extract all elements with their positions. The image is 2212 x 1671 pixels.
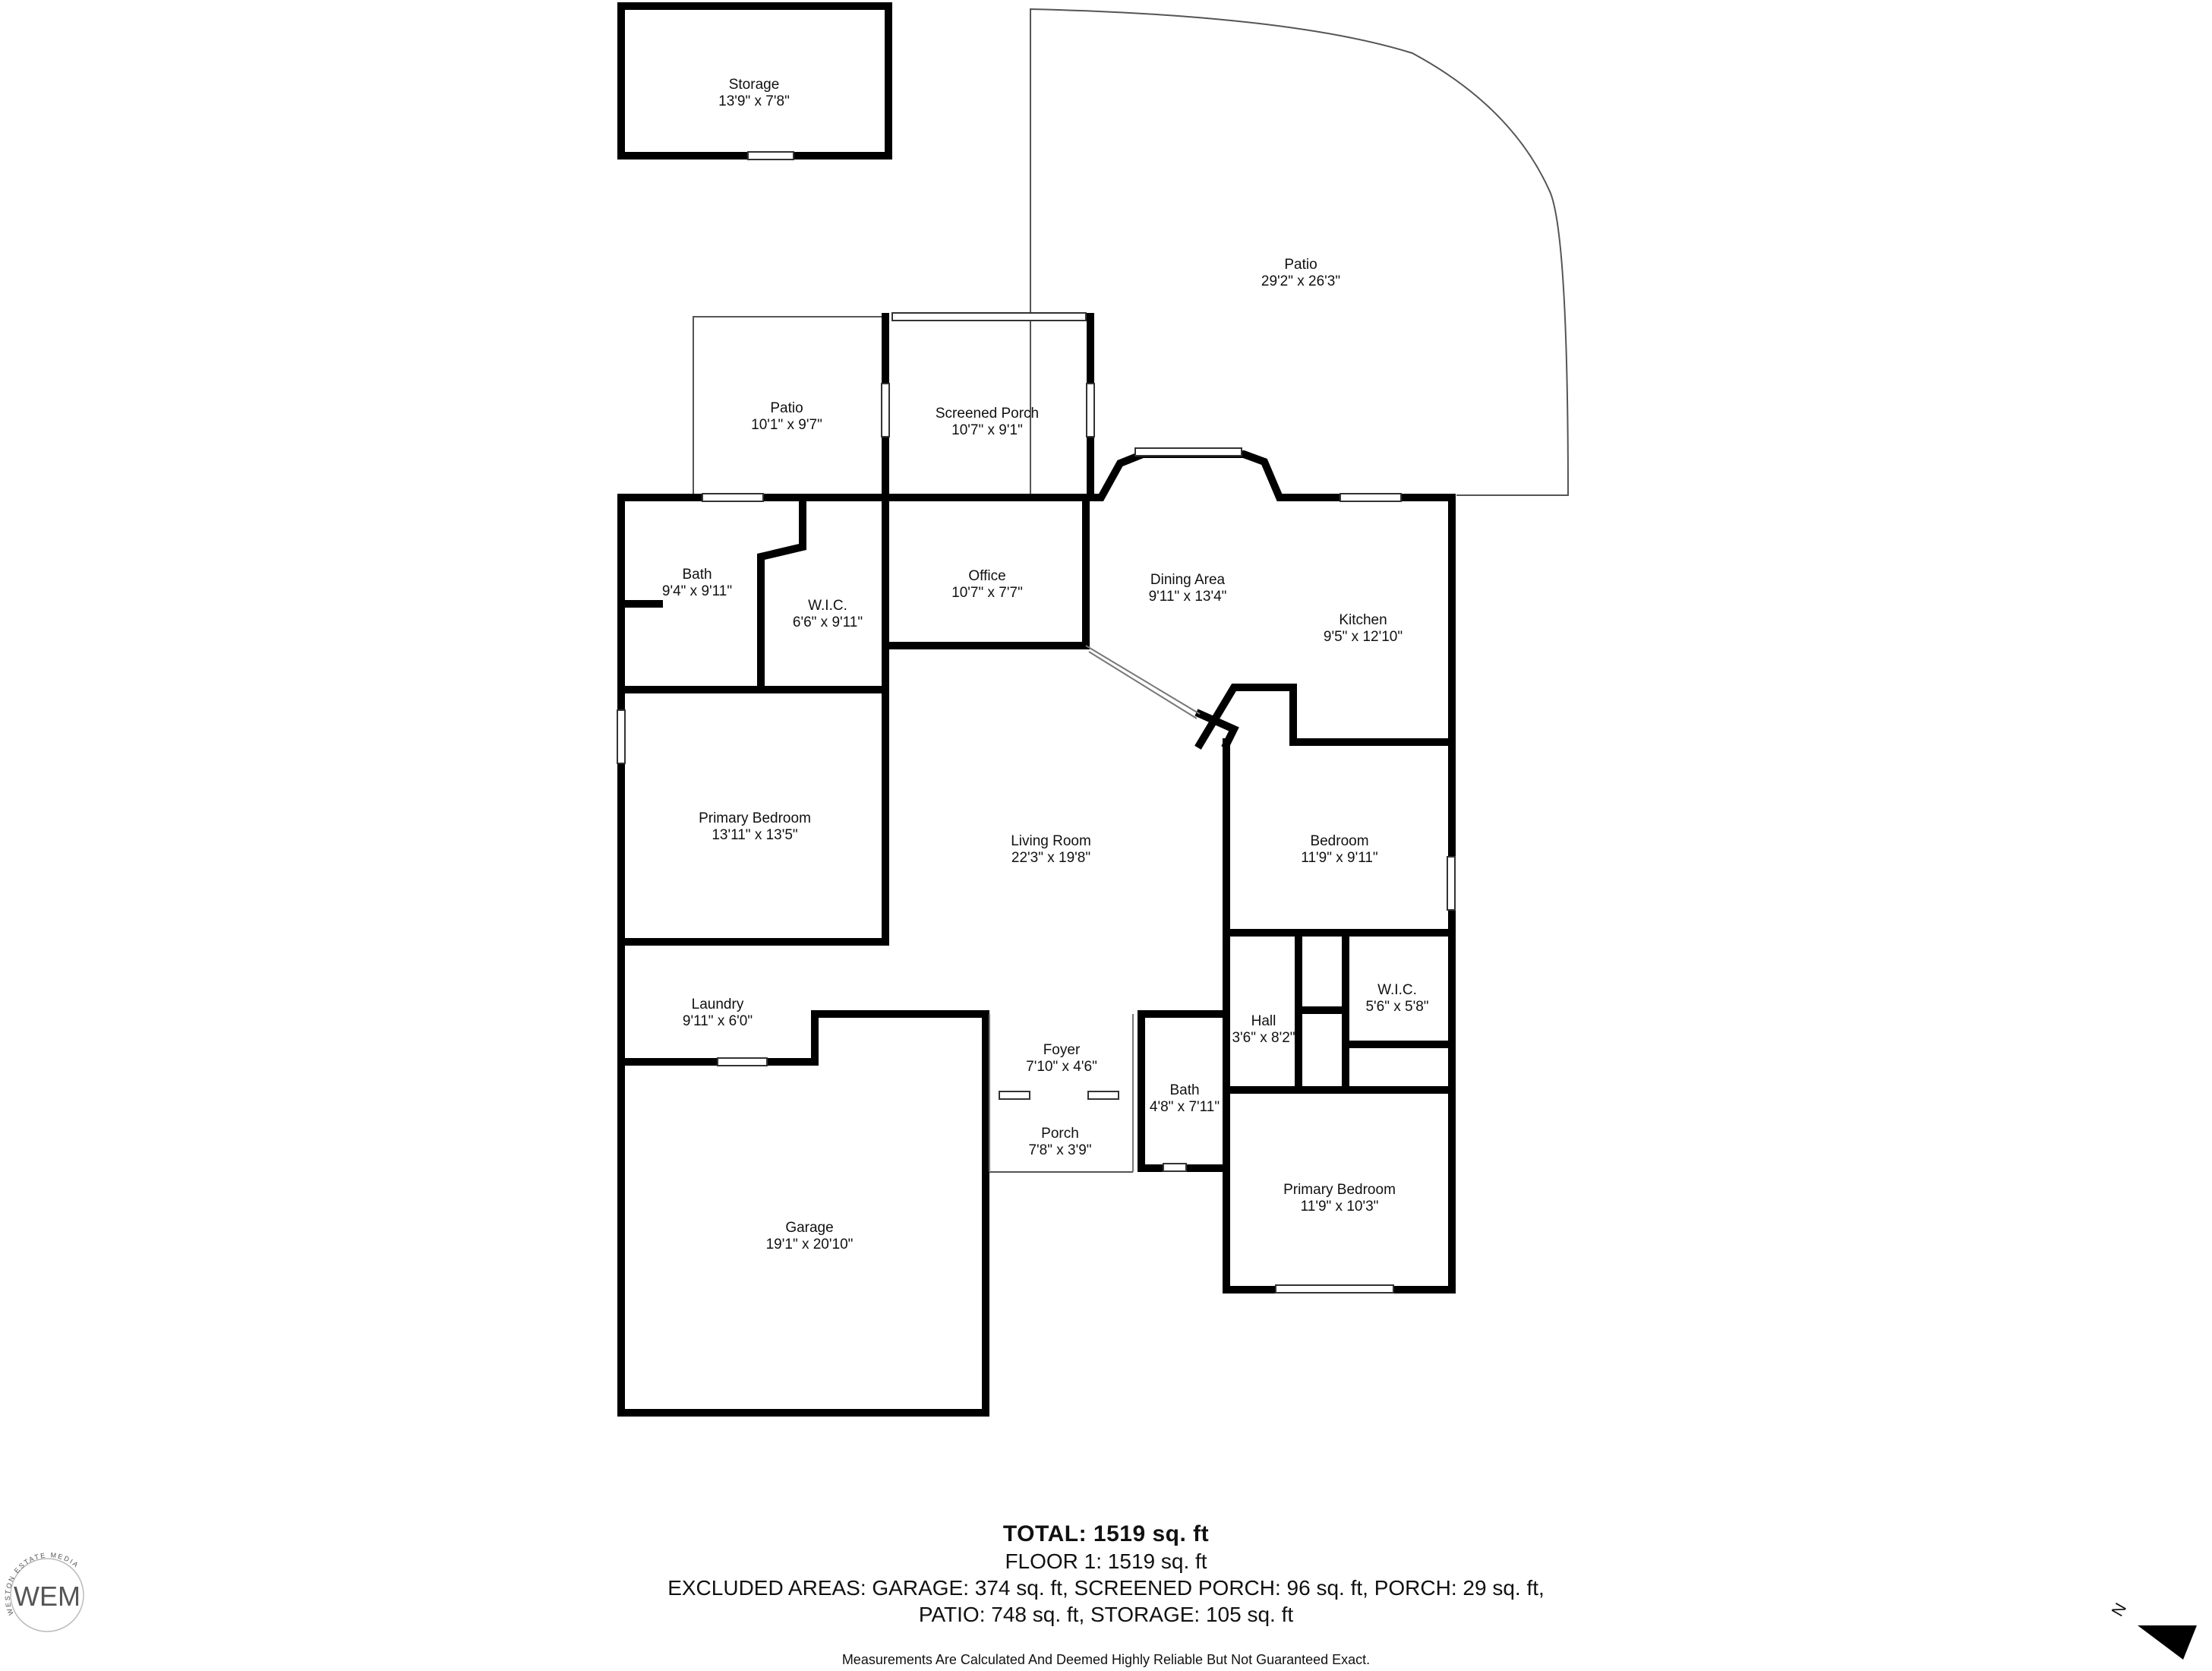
wic-dims: 5'6" x 5'8" — [1365, 999, 1428, 1015]
office-label: Office — [968, 568, 1005, 584]
outdoor-outlines — [693, 8, 1570, 1173]
kitchen-label: Kitchen — [1339, 612, 1387, 628]
patio-small-label: Patio — [770, 400, 803, 416]
screened-porch-label: Screened Porch — [936, 406, 1039, 422]
dining-label: Dining Area — [1150, 572, 1226, 588]
bath-primary-dims: 9'4" x 9'11" — [662, 583, 732, 599]
laundry-dims: 9'11" x 6'0" — [683, 1013, 753, 1029]
living-room-label: Living Room — [1011, 833, 1091, 849]
total-area: TOTAL: 1519 sq. ft — [1002, 1521, 1210, 1546]
kitchen-peninsula — [1194, 684, 1456, 750]
primary-bedroom-label: Primary Bedroom — [699, 810, 811, 826]
north-label: N — [2108, 1603, 2131, 1619]
wic-primary-label: W.I.C. — [808, 598, 847, 614]
floor-area: FLOOR 1: 1519 sq. ft — [1005, 1549, 1207, 1573]
openings — [989, 645, 1201, 1172]
windows — [617, 151, 1456, 1294]
north-arrow: N — [2108, 1603, 2197, 1660]
bedroom-label: Bedroom — [1310, 833, 1368, 849]
disclaimer: Measurements Are Calculated And Deemed H… — [841, 1652, 1371, 1667]
north-arrow-icon — [2138, 1625, 2197, 1660]
storage-label: Storage — [729, 77, 780, 93]
porch-label: Porch — [1041, 1126, 1079, 1142]
patio-large-dims: 29'2" x 26'3" — [1261, 273, 1340, 289]
garage-dims: 19'1" x 20'10" — [766, 1237, 854, 1252]
porch-dims: 7'8" x 3'9" — [1028, 1142, 1091, 1158]
storage-dims: 13'9" x 7'8" — [718, 93, 790, 109]
bedroom-dims: 11'9" x 9'11" — [1301, 850, 1377, 866]
laundry-label: Laundry — [692, 997, 744, 1012]
wic-primary-dims: 6'6" x 9'11" — [793, 614, 863, 630]
foyer-dims: 7'10" x 4'6" — [1026, 1059, 1097, 1075]
primary-bedroom-2-dims: 11'9" x 10'3" — [1301, 1199, 1379, 1215]
bath-primary-label: Bath — [682, 567, 712, 583]
foyer-label: Foyer — [1043, 1042, 1081, 1058]
dining-dims: 9'11" x 13'4" — [1149, 589, 1227, 605]
top-exterior-wall — [617, 450, 1456, 1294]
excluded-areas-line-2: PATIO: 748 sq. ft, STORAGE: 105 sq. ft — [918, 1603, 1294, 1626]
logo-text: WEM — [14, 1581, 80, 1612]
office-dims: 10'7" x 7'7" — [951, 585, 1023, 601]
patio-large-label: Patio — [1284, 257, 1317, 273]
right-bedroom-walls — [1138, 738, 1456, 1172]
hall-dims: 3'6" x 8'2" — [1232, 1030, 1295, 1046]
bath-wic-walls — [617, 494, 889, 1066]
primary-bedroom-dims: 13'11" x 13'5" — [712, 827, 797, 843]
wem-logo: WESTON ESTATE MEDIA WEM — [4, 1551, 84, 1632]
garage-label: Garage — [785, 1220, 833, 1236]
wic-label: W.I.C. — [1377, 982, 1417, 998]
screened-porch-dims: 10'7" x 9'1" — [951, 422, 1023, 438]
living-room-dims: 22'3" x 19'8" — [1011, 850, 1090, 866]
bath-hall-label: Bath — [1169, 1082, 1199, 1098]
room-labels: Storage 13'9" x 7'8" Patio 29'2" x 26'3"… — [662, 77, 1429, 1252]
primary-bedroom-2-label: Primary Bedroom — [1283, 1182, 1396, 1198]
left-exterior-wall — [617, 494, 989, 1417]
patio-small-outline — [693, 316, 885, 498]
patio-large-outline — [1030, 8, 1570, 496]
patio-small-dims: 10'1" x 9'7" — [751, 417, 822, 433]
kitchen-dims: 9'5" x 12'10" — [1324, 629, 1403, 645]
bath-hall-dims: 4'8" x 7'11" — [1150, 1099, 1220, 1115]
excluded-areas-line-1: EXCLUDED AREAS: GARAGE: 374 sq. ft, SCRE… — [667, 1576, 1545, 1600]
hall-label: Hall — [1251, 1013, 1276, 1029]
